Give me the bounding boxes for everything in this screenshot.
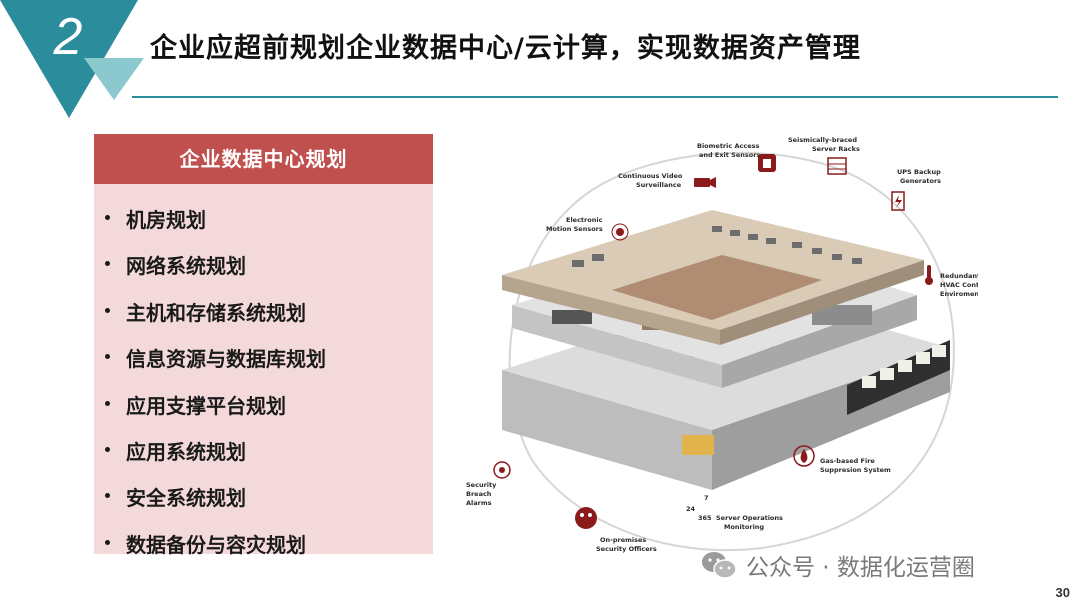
label-ups-1: UPS Backup xyxy=(897,168,941,176)
slide-number: 2 xyxy=(53,8,83,66)
corner-triangle-decoration xyxy=(0,0,144,118)
label-biometric-2: and Exit Sensors xyxy=(699,151,760,159)
list-item: 主机和存储系统规划 xyxy=(94,297,326,343)
label-hvac-1: Redundant xyxy=(940,272,978,280)
label-video-2: Surveillance xyxy=(636,181,682,189)
title-divider xyxy=(132,96,1058,98)
floor-bottom-left xyxy=(502,370,712,490)
label-fire-1: Gas-based Fire xyxy=(820,457,875,465)
datacenter-illustration: Biometric Access and Exit Sensors Seismi… xyxy=(466,136,978,553)
label-alarm-3: Alarms xyxy=(466,499,492,507)
thermometer-icon xyxy=(925,265,933,285)
label-ops-badge-top: 7 xyxy=(704,494,709,502)
bullet-icon xyxy=(105,493,110,499)
page-title: 企业应超前规划企业数据中心/云计算，实现数据资产管理 xyxy=(150,33,861,64)
watermark-text: 公众号 · 数据化运营圈 xyxy=(746,555,975,581)
list-item: 信息资源与数据库规划 xyxy=(94,343,326,389)
roof-cutaway xyxy=(612,255,822,320)
roof-left xyxy=(502,275,720,345)
bullet-icon xyxy=(105,261,110,267)
watermark: 公众号 · 数据化运营圈 xyxy=(700,548,975,582)
label-officers-1: On-premises xyxy=(600,536,646,544)
label-ops-badge-right: 365 xyxy=(698,514,712,522)
planning-panel: 企业数据中心规划 机房规划 网络系统规划 主机和存储系统规划 信息资源与数据库规… xyxy=(94,134,433,557)
label-racks-1: Seismically-braced xyxy=(788,136,857,144)
fire-icon xyxy=(793,445,815,467)
label-biometric-1: Biometric Access xyxy=(697,142,760,150)
label-ops-1: Server Operations xyxy=(716,514,783,522)
label-fire-2: Suppresion System xyxy=(820,466,891,474)
bullet-icon xyxy=(105,215,110,220)
list-item-label: 主机和存储系统规划 xyxy=(126,300,306,325)
panel-header: 企业数据中心规划 xyxy=(94,134,433,184)
label-hvac-3: Enviroment xyxy=(940,290,978,298)
bullet-icon xyxy=(105,354,110,360)
list-item-label: 安全系统规划 xyxy=(126,486,246,511)
battery-icon xyxy=(891,191,905,211)
label-ops-badge-left: 24 xyxy=(686,505,696,513)
label-alarm-2: Breach xyxy=(466,490,492,498)
list-item: 安全系统规划 xyxy=(94,482,326,528)
video-camera-icon xyxy=(694,177,716,188)
list-item: 应用支撑平台规划 xyxy=(94,390,326,436)
server-rack-icon xyxy=(827,157,847,175)
bullet-icon xyxy=(105,446,110,452)
list-item-label: 数据备份与容灾规划 xyxy=(126,532,306,557)
label-motion-1: Electronic xyxy=(566,216,603,224)
label-hvac-2: HVAC Controlled xyxy=(940,281,978,289)
bullet-icon xyxy=(105,400,110,406)
list-item-label: 网络系统规划 xyxy=(126,254,246,279)
list-item-label: 机房规划 xyxy=(126,208,206,232)
list-item-label: 应用支撑平台规划 xyxy=(126,393,286,418)
floor-middle-left xyxy=(512,305,722,388)
label-racks-2: Server Racks xyxy=(812,145,860,153)
label-officers-2: Security Officers xyxy=(596,545,657,553)
generator-row xyxy=(847,340,950,415)
label-ups-2: Generators xyxy=(900,177,941,185)
list-item-label: 应用系统规划 xyxy=(126,439,246,464)
list-item: 机房规划 xyxy=(94,204,326,250)
wechat-icon xyxy=(702,552,737,579)
planning-list: 机房规划 网络系统规划 主机和存储系统规划 信息资源与数据库规划 应用支撑平台规… xyxy=(94,204,326,575)
ring-path xyxy=(508,151,955,552)
label-video-1: Continuous Video xyxy=(618,172,683,180)
motion-sensor-icon xyxy=(611,223,629,241)
alarm-icon xyxy=(493,461,511,479)
rooftop-units xyxy=(572,226,862,267)
list-item: 网络系统规划 xyxy=(94,250,326,296)
label-motion-2: Motion Sensors xyxy=(546,225,603,233)
officers-icon xyxy=(575,507,597,529)
label-alarm-1: Security xyxy=(466,481,497,489)
bullet-icon xyxy=(105,307,110,313)
list-item: 应用系统规划 xyxy=(94,436,326,482)
list-item: 数据备份与容灾规划 xyxy=(94,529,326,575)
roof-right xyxy=(720,260,924,345)
hand-scanner-icon xyxy=(758,154,776,172)
label-ops-2: Monitoring xyxy=(724,523,764,531)
list-item-label: 信息资源与数据库规划 xyxy=(126,347,326,372)
bullet-icon xyxy=(105,539,110,545)
page-number: 30 xyxy=(1055,585,1070,600)
